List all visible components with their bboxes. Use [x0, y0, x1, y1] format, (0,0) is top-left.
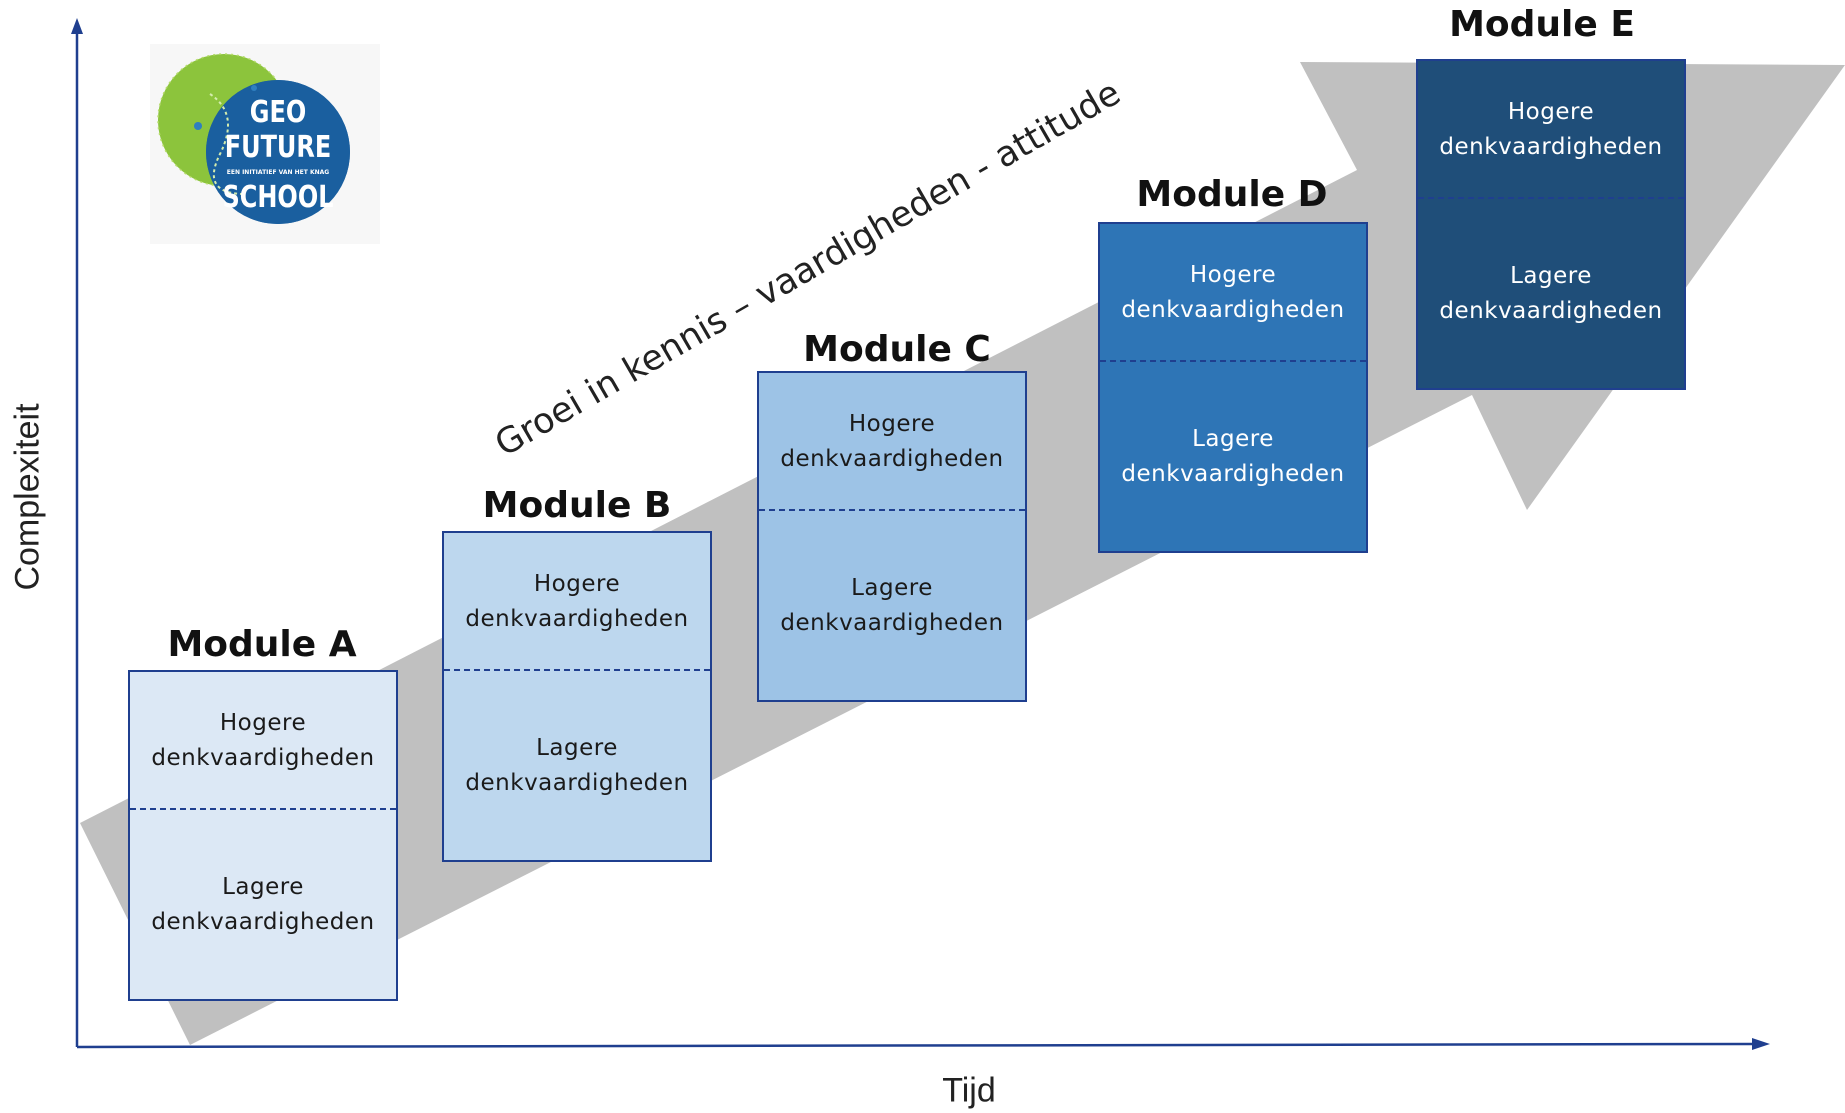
higher-skills-line-2: denkvaardigheden: [1439, 134, 1663, 160]
module-e-box: Hogere denkvaardigheden Lagere denkvaard…: [1416, 59, 1686, 390]
module-d-box: Hogere denkvaardigheden Lagere denkvaard…: [1098, 222, 1368, 553]
module-d-higher-skills: Hogere denkvaardigheden: [1100, 224, 1366, 362]
svg-text:GEO: GEO: [250, 95, 306, 129]
higher-skills-line-1: Hogere: [533, 571, 621, 597]
module-a-box: Hogere denkvaardigheden Lagere denkvaard…: [128, 670, 398, 1001]
y-axis-label: Complexiteit: [8, 403, 47, 591]
module-a-higher-skills: Hogere denkvaardigheden: [130, 672, 396, 810]
lower-skills-line-2: denkvaardigheden: [151, 908, 375, 935]
module-d-title: Module D: [1136, 174, 1328, 215]
lower-skills-line-2: denkvaardigheden: [1439, 297, 1663, 324]
lower-skills-line-1: Lagere: [1510, 262, 1592, 289]
svg-text:FUTURE: FUTURE: [225, 130, 332, 164]
module-e-divider: [1418, 197, 1684, 199]
module-a-lower-skills: Lagere denkvaardigheden: [130, 810, 396, 999]
svg-text:EEN INITIATIEF VAN HET KNAG: EEN INITIATIEF VAN HET KNAG: [227, 169, 330, 176]
higher-skills-line-2: denkvaardigheden: [780, 446, 1004, 472]
module-e-title: Module E: [1449, 4, 1635, 45]
module-c-lower-skills: Lagere denkvaardigheden: [759, 511, 1025, 700]
module-e-higher-skills: Hogere denkvaardigheden: [1418, 61, 1684, 199]
geo-future-school-logo: GEO FUTURE EEN INITIATIEF VAN HET KNAG S…: [150, 44, 380, 244]
higher-skills-line-2: denkvaardigheden: [151, 745, 375, 771]
lower-skills-line-1: Lagere: [1192, 425, 1274, 452]
higher-skills-line-1: Hogere: [1507, 99, 1595, 125]
module-c-title: Module C: [803, 329, 991, 370]
lower-skills-line-1: Lagere: [536, 734, 618, 761]
module-c-divider: [759, 509, 1025, 511]
module-b-divider: [444, 669, 710, 671]
higher-skills-line-1: Hogere: [1189, 262, 1277, 288]
svg-text:SCHOOL: SCHOOL: [222, 180, 333, 214]
lower-skills-line-1: Lagere: [851, 574, 933, 601]
module-e-lower-skills: Lagere denkvaardigheden: [1418, 199, 1684, 388]
lower-skills-line-2: denkvaardigheden: [1121, 460, 1345, 487]
lower-skills-line-2: denkvaardigheden: [465, 769, 689, 796]
lower-skills-line-2: denkvaardigheden: [780, 609, 1004, 636]
module-a-title: Module A: [167, 624, 357, 665]
module-d-divider: [1100, 360, 1366, 362]
x-axis-label: Tijd: [942, 1071, 996, 1110]
module-c-higher-skills: Hogere denkvaardigheden: [759, 373, 1025, 511]
module-c-box: Hogere denkvaardigheden Lagere denkvaard…: [757, 371, 1027, 702]
module-b-lower-skills: Lagere denkvaardigheden: [444, 671, 710, 860]
module-b-higher-skills: Hogere denkvaardigheden: [444, 533, 710, 671]
lower-skills-line-1: Lagere: [222, 873, 304, 900]
higher-skills-line-1: Hogere: [848, 411, 936, 437]
module-a-divider: [130, 808, 396, 810]
higher-skills-line-1: Hogere: [219, 710, 307, 736]
higher-skills-line-2: denkvaardigheden: [1121, 297, 1345, 323]
module-b-box: Hogere denkvaardigheden Lagere denkvaard…: [442, 531, 712, 862]
module-b-title: Module B: [482, 485, 672, 526]
x-axis: [76, 1038, 1770, 1050]
higher-skills-line-2: denkvaardigheden: [465, 606, 689, 632]
module-d-lower-skills: Lagere denkvaardigheden: [1100, 362, 1366, 551]
y-axis: [71, 18, 83, 1047]
